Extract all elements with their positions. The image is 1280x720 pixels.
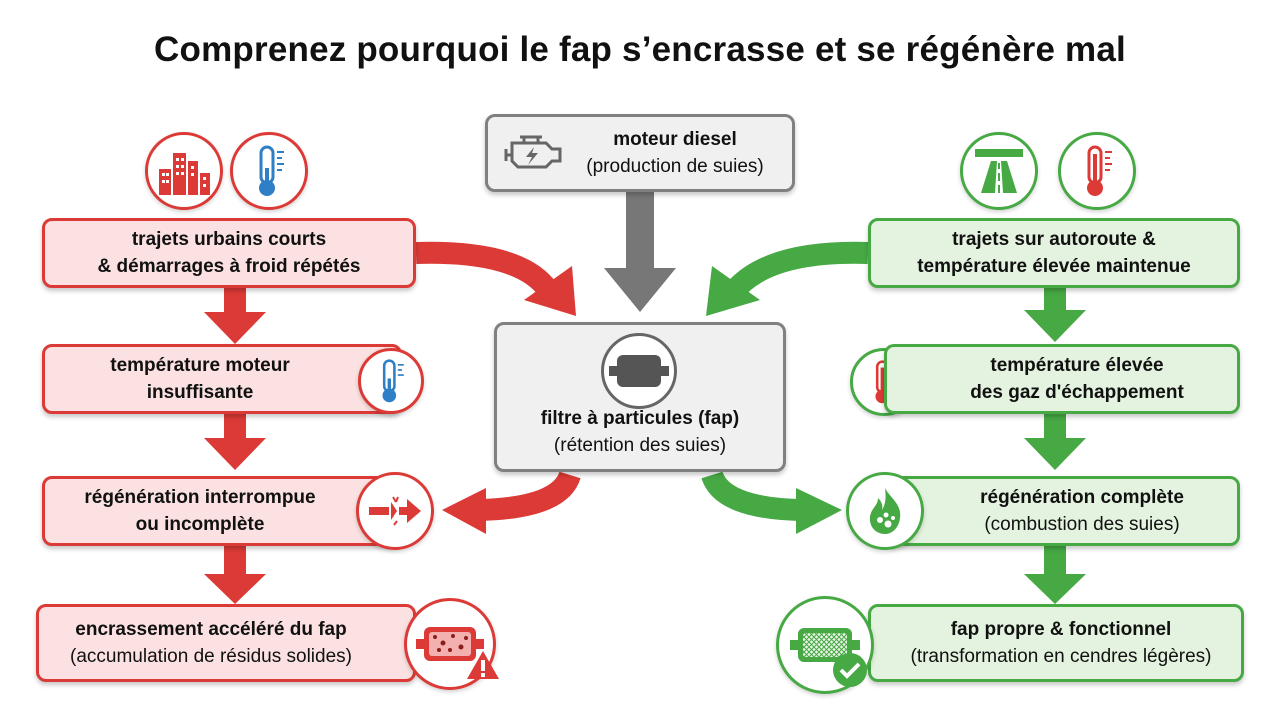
page-title: Comprenez pourquoi le fap s’encrasse et … [154,30,1126,69]
particle-filter-icon [609,355,669,387]
left-step-urban-trips: trajets urbains courts & démarrages à fr… [42,218,416,288]
hot-thermometer-circle [1058,132,1136,210]
right-step-highway-trips: trajets sur autoroute & température élev… [868,218,1240,288]
filter-title: filtre à particules (fap) [540,408,740,429]
right-step1-line1: trajets sur autoroute & [952,229,1156,250]
right-step4-subtitle: (transformation en cendres légères) [910,646,1212,667]
left-step2-line1: température moteur [110,355,290,376]
warning-icon [467,651,499,679]
thermometer-cold-icon [259,145,284,196]
clean-filter-icon [790,628,860,662]
clean-filter-circle [776,596,874,694]
left-down-arrows [204,288,266,604]
broken-arrow-icon [369,496,421,526]
engine-icon [504,135,562,169]
arrow-filter-to-complete [701,470,842,534]
flame-icon [869,488,901,534]
right-step2-line2: des gaz d'échappement [970,382,1184,403]
right-step-clean-fap: fap propre & fonctionnel (transformation… [868,604,1244,682]
flame-icon-circle [846,472,924,550]
left-step1-line1: trajets urbains courts [131,229,327,250]
filter-icon-circle [601,333,677,409]
cold-thermometer-circle [230,132,308,210]
left-step2-line2: insuffisante [146,382,254,403]
arrow-engine-to-filter [604,192,676,312]
right-step1-line2: température élevée maintenue [917,256,1191,277]
right-step-complete-regeneration: régénération complète (combustion des su… [884,476,1240,546]
left-step-low-temperature: température moteur insuffisante [42,344,402,414]
filter-subtitle: (rétention des suies) [553,435,727,456]
left-step1-line2: & démarrages à froid répétés [97,256,361,277]
arrow-filter-to-interrupted [442,470,581,534]
low-temp-icon-circle [358,348,424,414]
filter-box: filtre à particules (fap) (rétention des… [494,322,786,472]
highway-icon [975,149,1023,193]
left-step-clogged-fap: encrassement accéléré du fap (accumulati… [36,604,416,682]
check-icon [833,653,867,687]
right-step3-subtitle: (combustion des suies) [984,514,1180,535]
left-step-interrupted-regeneration: régénération interrompue ou incomplète [42,476,402,546]
right-step-high-exhaust-temp: température élevée des gaz d'échappement [884,344,1240,414]
left-step3-line2: ou incomplète [135,514,265,535]
right-step3-title: régénération complète [980,487,1184,508]
thermometer-cold-icon [382,359,404,403]
city-icon-circle [145,132,223,210]
engine-subtitle: (production de suies) [586,156,764,177]
arrow-highway-to-filter [706,241,869,316]
left-step4-subtitle: (accumulation de résidus solides) [70,646,352,667]
left-step3-line1: régénération interrompue [84,487,316,508]
right-down-arrows [1024,288,1086,604]
right-step2-line1: température élevée [990,355,1164,376]
arrow-urban-to-filter [415,241,576,316]
engine-title: moteur diesel [613,129,737,150]
thermometer-hot-icon [1087,145,1112,196]
highway-icon-circle [960,132,1038,210]
right-step4-title: fap propre & fonctionnel [950,619,1172,640]
interrupted-icon-circle [356,472,434,550]
left-step4-title: encrassement accéléré du fap [75,619,347,640]
engine-box: moteur diesel (production de suies) [485,114,795,192]
clogged-filter-icon [416,627,484,661]
city-buildings-icon [159,153,210,195]
